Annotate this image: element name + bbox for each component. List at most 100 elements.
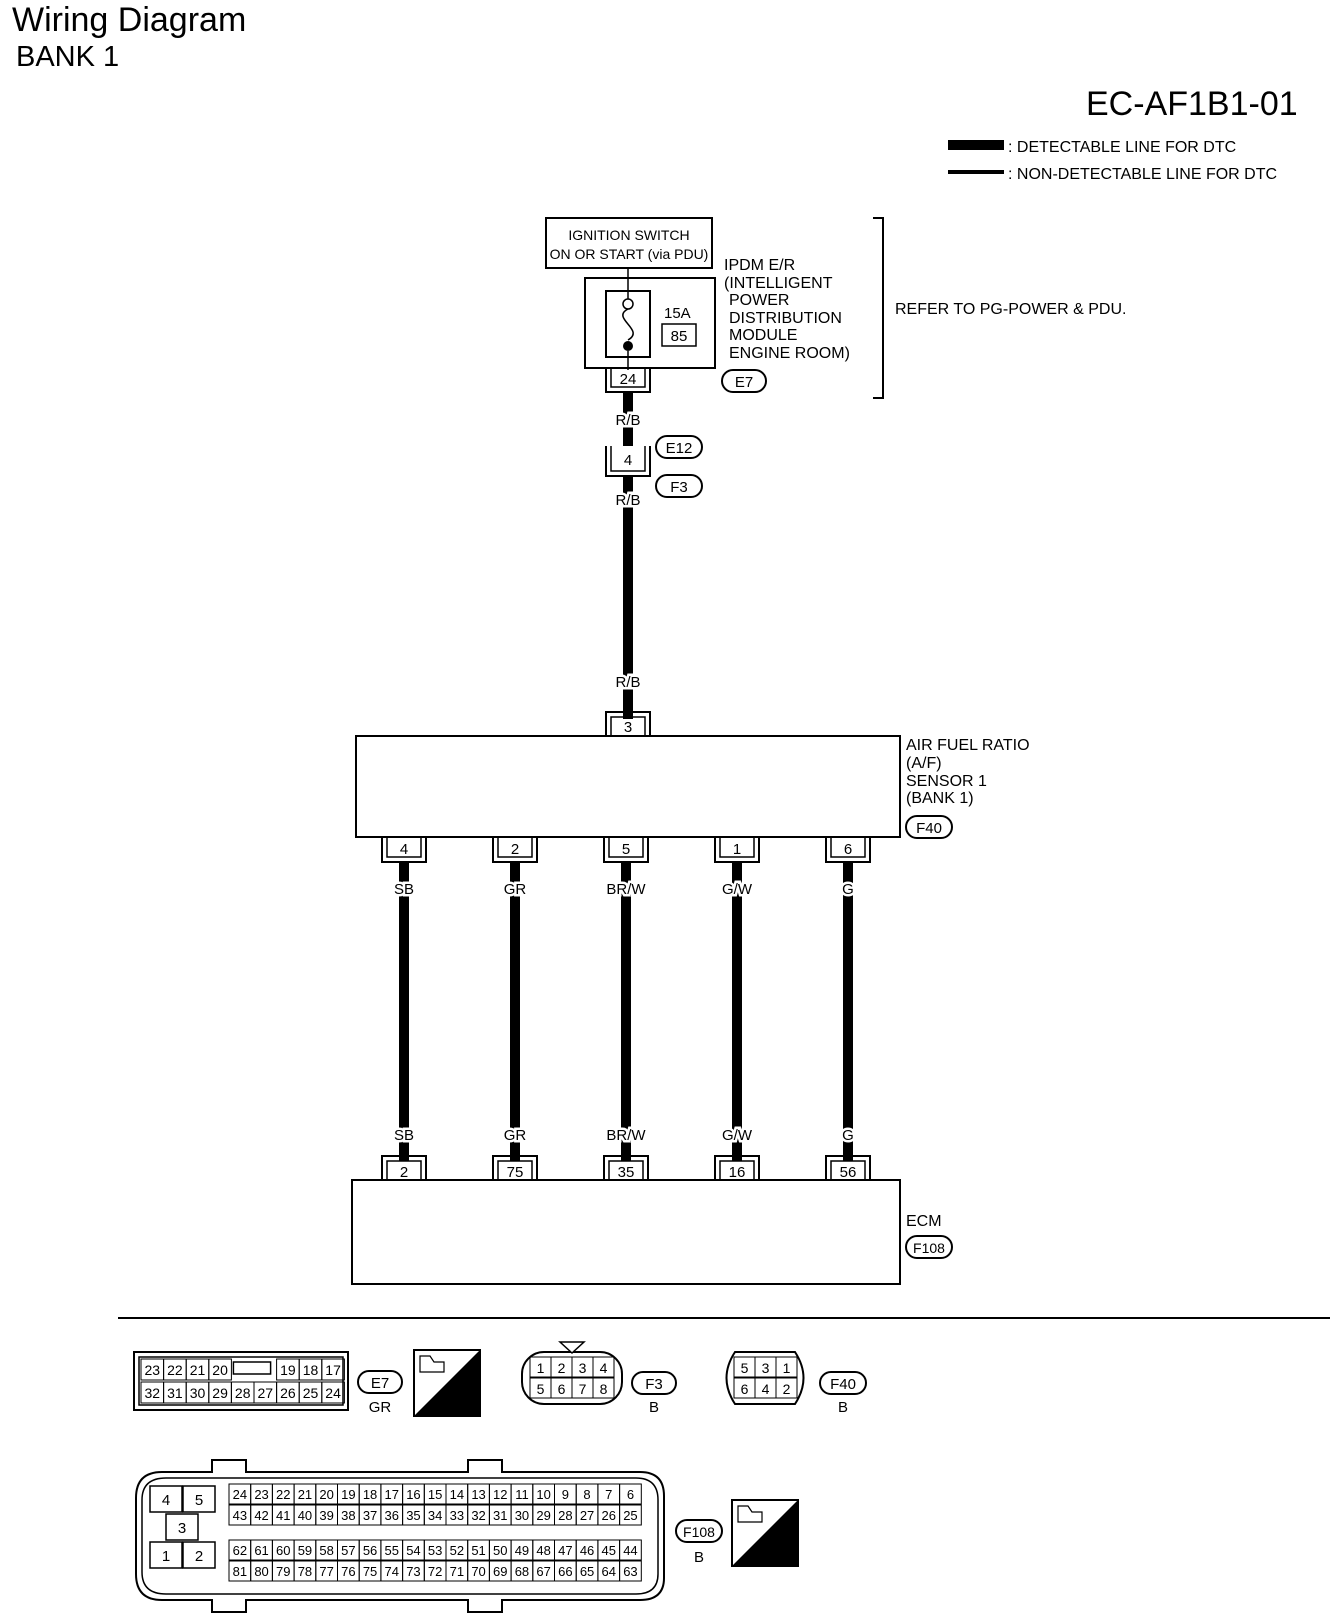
pin-number: 57 [341,1543,355,1558]
sensor-terminal: 2 [492,837,538,863]
pin-number: 3 [762,1360,770,1376]
terminal-number: 4 [624,452,632,469]
wire-line [399,862,409,1164]
connector-view-color: B [694,1549,704,1566]
wire-line [621,862,631,1164]
pin-number: 28 [558,1508,572,1523]
pin-number: 21 [298,1487,312,1502]
pin-number: 52 [450,1543,464,1558]
wire-color-label: BR/W [606,881,646,898]
power-wire-color-label: R/B [615,492,640,509]
pin-cell [619,1483,642,1505]
signal-wire: 4SBSB2AF-H1 [381,837,427,1202]
pin-number: 23 [145,1362,161,1378]
ecm-box [351,1179,901,1285]
pin-number: 38 [341,1508,355,1523]
pin-number: 34 [428,1508,442,1523]
connector-f40-label: F40 [916,820,942,837]
pin-number: 60 [276,1543,290,1558]
pin-number: 25 [623,1508,637,1523]
power-wire-color-label: R/B [615,674,640,691]
pin-number: 73 [406,1564,420,1579]
pin-number: 37 [363,1508,377,1523]
fuse-terminal-top [622,298,634,310]
pin-number: 20 [212,1362,228,1378]
pin-number: 74 [385,1564,399,1579]
ipdm-box: 15A 85 [584,268,716,370]
pin-number: 19 [280,1362,296,1378]
ecm-terminal: 2 [381,1155,427,1181]
connector-f3-label: F3 [670,479,688,496]
hs-badge-text: H.S. [437,1392,472,1412]
connector-view-id: F40 [830,1376,856,1393]
power-pin-cell [149,1541,183,1569]
terminal-number: 4 [400,841,408,858]
pin-number: 11 [515,1487,529,1502]
pin-number: 17 [385,1487,399,1502]
ecm-terminal: 35 [603,1155,649,1181]
power-wire-segment [623,393,633,433]
af-sensor-label: AIR FUEL RATIO (A/F) SENSOR 1 (BANK 1) [906,737,1030,807]
pin-number: 45 [602,1543,616,1558]
pin-number: 23 [254,1487,268,1502]
power-wire-color-label: R/B [615,412,640,429]
signal-wire: 2GRGR75A/F-IA1 [490,837,540,1202]
power-pin-cell [165,1513,199,1541]
pin-number: 75 [363,1564,377,1579]
pin-number: 40 [298,1508,312,1523]
ipdm-label-line: IPDM E/R [724,257,795,274]
pin-number: 1 [162,1548,170,1565]
pin-number: 26 [280,1385,296,1401]
legend-detectable-swatch [948,140,1004,150]
wire-color-label: G/W [722,1127,753,1144]
pin-cell [619,1539,642,1561]
pin-number: 77 [319,1564,333,1579]
pin-number: 2 [195,1548,203,1565]
hand-icon [419,1355,445,1373]
refer-note: REFER TO PG-POWER & PDU. [895,301,1126,318]
sensor-terminal: 4 [381,837,427,863]
pin-cell [208,1358,232,1381]
wire-color-label: BR/W [606,1127,646,1144]
legend-non-detectable-label: : NON-DETECTABLE LINE FOR DTC [1008,166,1277,183]
terminal-number: 2 [400,1164,408,1181]
signal-wire: 6GG56A/F-IP1 [823,837,873,1202]
pin-number: 59 [298,1543,312,1558]
pin-cell [619,1504,642,1526]
pin-number: 4 [600,1360,608,1376]
signal-wire: 1G/WG/W16AF-UN1 [710,837,764,1202]
ecm-terminal: 56 [825,1155,871,1181]
pin-number: 27 [258,1385,274,1401]
ipdm-label: IPDM E/R (INTELLIGENT POWER DISTRIBUTION… [724,257,850,362]
pin-number: 27 [580,1508,594,1523]
pin-number: 30 [190,1385,206,1401]
pin-number: 9 [562,1487,569,1502]
ignition-switch-line1: IGNITION SWITCH [568,227,689,243]
pin-number: 4 [762,1381,770,1397]
fuse-number: 85 [671,328,688,345]
pin-number: 18 [303,1362,319,1378]
refer-bracket [873,217,884,399]
legend-non-detectable-swatch [948,170,1004,174]
pin-number: 76 [341,1564,355,1579]
connector-view-id: E7 [371,1375,389,1392]
pin-number: 2 [783,1381,791,1397]
pin-number: 32 [471,1508,485,1523]
pin-number: 62 [233,1543,247,1558]
pin-number: 12 [493,1487,507,1502]
pin-number: 22 [276,1487,290,1502]
connector-view-color: GR [369,1399,392,1416]
callout-f108-view: F108 B [675,1519,723,1566]
pin-number: 8 [583,1487,590,1502]
hs-badge-text: H.S. [755,1542,790,1562]
callout-f40: F40 [905,815,953,839]
ignition-switch-box: IGNITION SWITCH ON OR START (via PDU) [545,217,713,269]
connector-view-id: F3 [645,1376,663,1393]
pin-number: 1 [783,1360,791,1376]
wire-color-label: G [842,1127,854,1144]
pin-number: 67 [536,1564,550,1579]
